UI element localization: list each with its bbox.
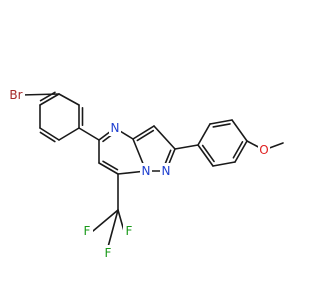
bond-12-double: [102, 160, 119, 171]
pyrimidine-nitrogen-label: N: [111, 121, 120, 135]
bond-28: [92, 209, 119, 232]
bond-21: [231, 119, 248, 142]
bond-3: [58, 127, 80, 141]
fluorine-bottom-atom: F: [102, 245, 114, 261]
bond-12: [98, 162, 119, 175]
bond-2: [39, 127, 60, 141]
molecule-diagram: Br N N N O F F: [7, 87, 284, 261]
bond-7: [78, 127, 100, 141]
oxygen-label: O: [259, 143, 268, 157]
bromine-label: Br: [9, 88, 22, 102]
pyrazole-nitrogen-atom: N: [160, 163, 172, 179]
bond-14-double: [136, 129, 155, 142]
bromine-atom: Br: [7, 87, 25, 103]
pyrazole-nitrogen-label: N: [162, 164, 171, 178]
bond-24: [197, 144, 214, 167]
bond-18: [174, 144, 199, 150]
bond-2-double: [39, 131, 56, 143]
bridgehead-nitrogen-label: N: [142, 164, 151, 178]
bond-6: [39, 93, 60, 106]
bond-20-double: [212, 123, 231, 128]
bond-24-double: [201, 144, 215, 163]
fluorine-right-label: F: [126, 224, 133, 238]
bond-20: [209, 119, 233, 125]
bond-19: [197, 123, 211, 146]
bond-14: [132, 125, 155, 140]
fluorine-right-atom: F: [123, 223, 135, 239]
pyrimidine-nitrogen-atom: N: [109, 120, 121, 136]
bond-22-double: [232, 140, 244, 159]
fluorine-bottom-label: F: [105, 246, 112, 260]
bond-6-double: [39, 91, 56, 102]
oxygen-atom: O: [258, 142, 270, 158]
bond-15: [153, 125, 176, 150]
atom-label-layer: Br N N N O F F: [7, 87, 270, 261]
bond-22: [234, 140, 248, 163]
bond-23: [212, 161, 236, 167]
bridgehead-nitrogen-atom: N: [140, 163, 152, 179]
bond-30: [107, 209, 119, 248]
molecule-structure: Br N N N O F F: [7, 87, 284, 261]
bond-5: [58, 93, 80, 106]
fluorine-left-label: F: [84, 224, 91, 238]
fluorine-left-atom: F: [81, 223, 93, 239]
